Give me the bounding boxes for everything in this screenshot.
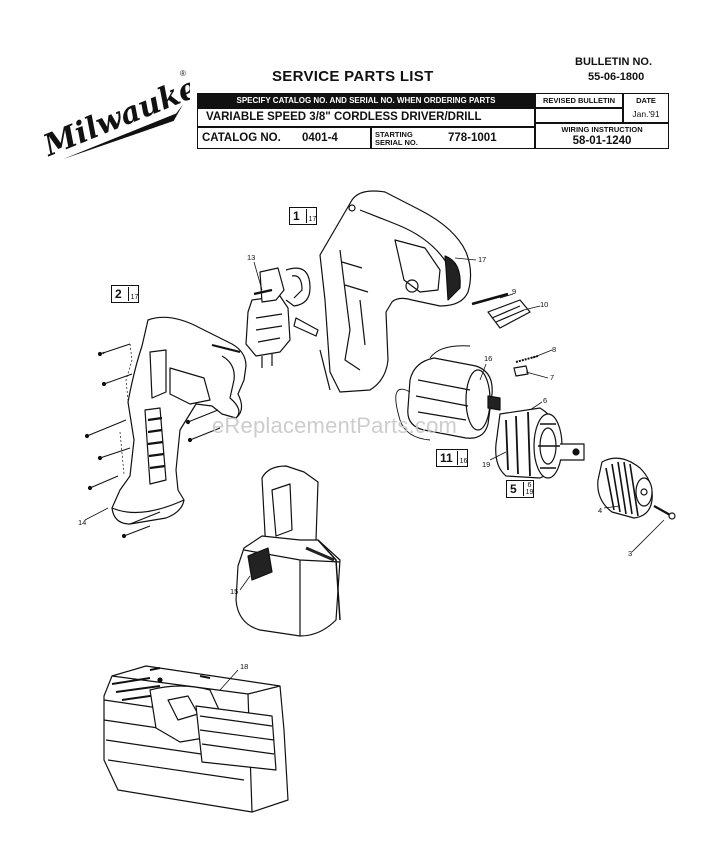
callout-6: 6 [543,396,548,405]
catalog-label: CATALOG NO. [202,132,281,144]
callout-16: 16 [484,354,493,363]
gear-case [495,407,585,479]
ref-box-11: 11 16 [436,449,468,467]
date-value: Jan.'91 [632,109,660,119]
page-title: SERVICE PARTS LIST [272,68,434,85]
housing-screws [84,343,221,539]
wiring-cell: WIRING INSTRUCTION 58-01-1240 [535,123,669,149]
callout-19: 19 [482,460,491,469]
serial-number: 778-1001 [448,132,497,144]
wiring-label: WIRING INSTRUCTION [561,125,643,134]
chuck-screw [653,505,676,520]
switch-small-parts [471,292,539,377]
motor [395,345,501,441]
callout-14: 14 [78,518,87,527]
callout-7: 7 [550,373,555,382]
callout-17: 17 [478,255,487,264]
callout-8: 8 [552,345,557,354]
svg-text:®: ® [180,69,186,78]
date-cell: DATE Jan.'91 [623,93,669,123]
catalog-number: 0401-4 [302,132,338,144]
callout-3: 3 [628,549,633,558]
switch-assembly [245,267,319,368]
product-name: VARIABLE SPEED 3/8" CORDLESS DRIVER/DRIL… [197,108,535,127]
ref-box-1: 1 17 [289,207,317,225]
callout-15: 15 [230,587,239,596]
battery-pack [235,465,341,637]
catalog-cell: CATALOG NO. 0401-4 [197,127,371,149]
callout-9: 9 [512,287,517,296]
specify-banner: SPECIFY CATALOG NO. AND SERIAL NO. WHEN … [197,93,535,108]
battery-charger [103,665,289,813]
revised-bulletin-label: REVISED BULLETIN [535,93,623,108]
housing-right-half [319,190,472,393]
callout-10: 10 [540,300,549,309]
wiring-number: 58-01-1240 [572,135,632,147]
callout-18: 18 [240,662,249,671]
bulletin-number: 55-06-1800 [588,71,645,83]
date-label: DATE [636,96,656,105]
header-table: SPECIFY CATALOG NO. AND SERIAL NO. WHEN … [197,93,669,149]
housing-left-half [111,316,247,525]
keyless-chuck [597,457,653,519]
watermark: eReplacementParts.com [212,413,458,438]
revised-bulletin-value [535,108,623,123]
bulletin-label: BULLETIN NO. [575,56,652,68]
callout-4: 4 [598,506,603,515]
callout-13: 13 [247,253,256,262]
leader-lines [84,257,665,691]
ref-box-2: 2 17 [111,285,139,303]
